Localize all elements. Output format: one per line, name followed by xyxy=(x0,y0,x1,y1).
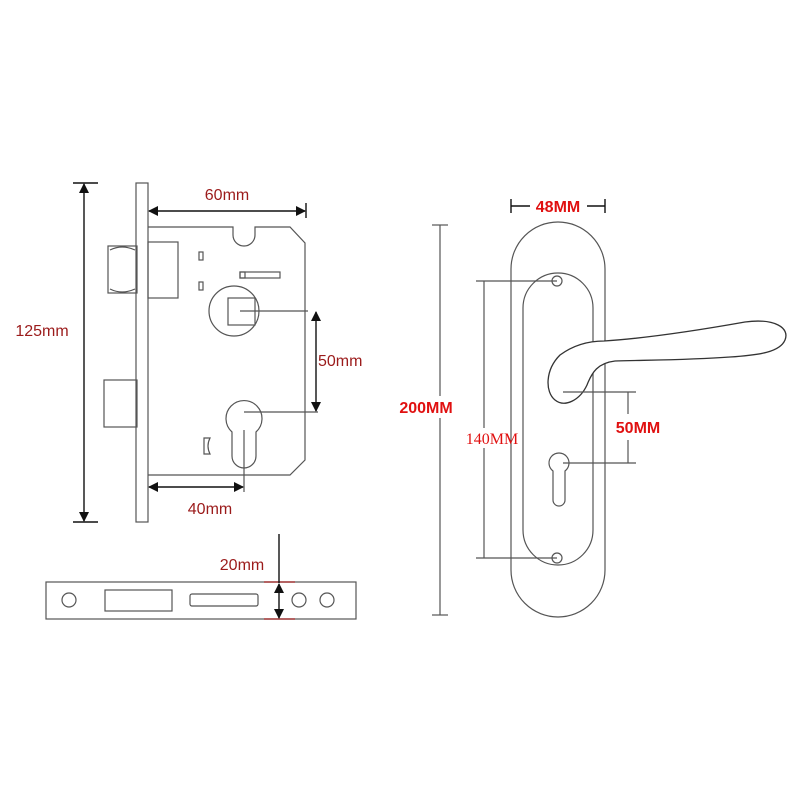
dimension-50mm-handle: 50MM xyxy=(563,391,660,464)
dimension-125mm: 125mm xyxy=(15,182,98,523)
dimension-200mm: 200MM xyxy=(399,224,453,616)
height-label: 125mm xyxy=(15,323,68,340)
backset-label: 40mm xyxy=(188,501,232,518)
dimension-20mm: 20mm xyxy=(220,534,295,620)
handle-plate xyxy=(510,221,606,618)
strike-plate xyxy=(45,581,357,620)
strike-height-label: 20mm xyxy=(220,557,264,574)
handle-width-label: 48MM xyxy=(536,199,580,216)
cylinder-hole xyxy=(225,400,263,469)
keyhole-icon xyxy=(548,452,570,507)
handle-center-distance-label: 50MM xyxy=(616,420,660,437)
dimension-40mm: 40mm xyxy=(148,482,244,518)
screw-distance-label: 140MM xyxy=(466,431,518,448)
width-label: 60mm xyxy=(205,187,249,204)
dimension-48mm: 48MM xyxy=(510,199,606,216)
handle-height-label: 200MM xyxy=(399,400,452,417)
latch-bolt xyxy=(107,245,138,294)
dimension-50mm-mortise: 50mm xyxy=(311,311,362,412)
mortise-lock-body xyxy=(103,182,318,523)
dimension-60mm: 60mm xyxy=(148,187,307,218)
center-distance-label: 50mm xyxy=(318,353,362,370)
lever-handle xyxy=(547,320,787,404)
dimension-140mm: 140MM xyxy=(466,280,557,559)
dead-bolt xyxy=(103,379,138,428)
